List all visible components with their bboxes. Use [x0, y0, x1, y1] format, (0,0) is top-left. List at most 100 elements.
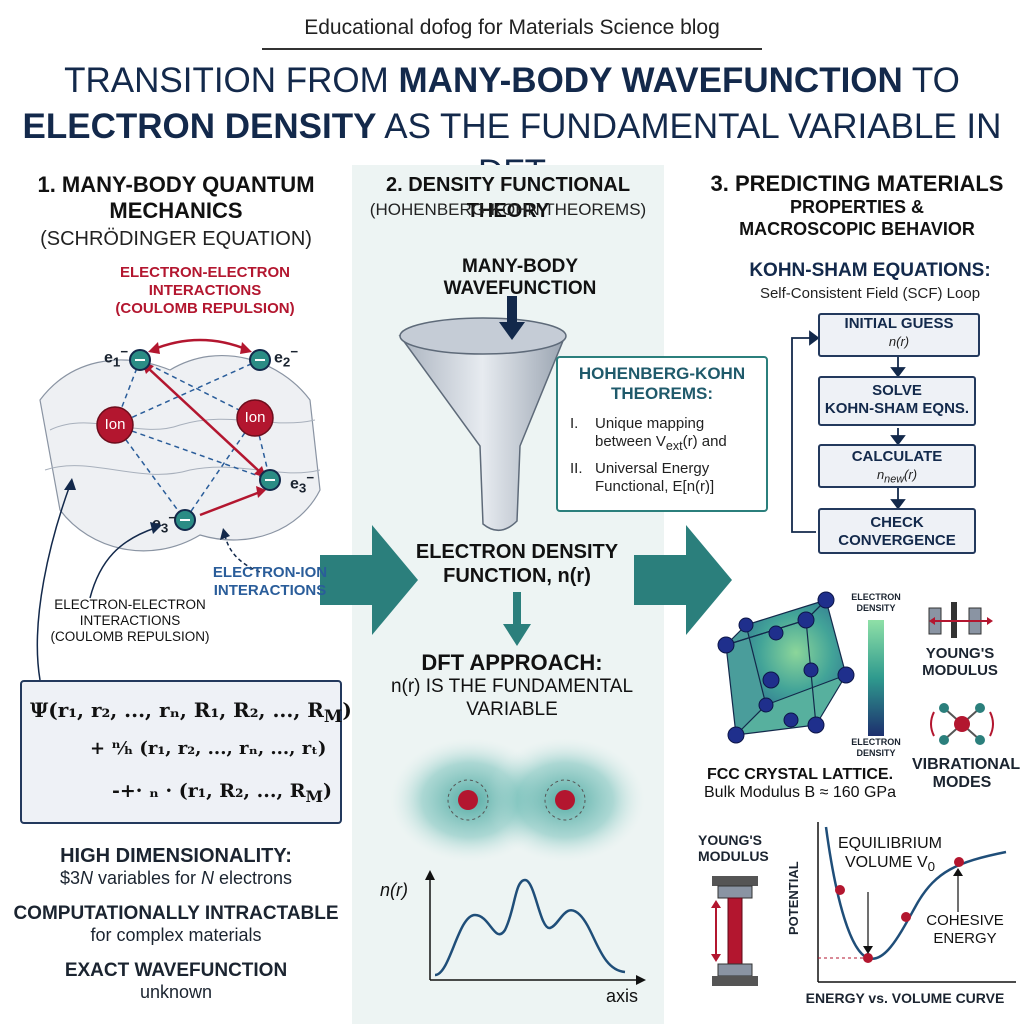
flow-arrow-2-icon [634, 525, 732, 635]
t: N [201, 868, 215, 888]
down-arrow-icon [503, 592, 531, 646]
repulsion-arrow [151, 338, 249, 352]
label-line: WAVEFUNCTION [443, 278, 597, 299]
hk-item-1: Unique mapping between Vext(r) and [595, 415, 727, 455]
title-part: TRANSITION FROM [64, 61, 399, 100]
density-curve [434, 878, 626, 977]
col3-heading: 3. PREDICTING MATERIALS PROPERTIES & MAC… [690, 172, 1024, 240]
caption-divider [262, 48, 762, 50]
e-sub: 1 [112, 354, 121, 370]
col3-heading-line: PROPERTIES & [789, 197, 925, 217]
col3-heading-line: 3. PREDICTING MATERIALS [710, 171, 1004, 196]
fcc-lattice-image [717, 591, 855, 744]
e-sup: − [290, 344, 299, 359]
hk-line: Functional, E[n(r)] [595, 478, 715, 495]
label-line: DENSITY [856, 748, 896, 758]
electron-label: e1− [104, 344, 128, 370]
note-title: COMPUTATIONALLY INTRACTABLE [13, 903, 339, 924]
caption: Educational dofog for Materials Science … [304, 16, 720, 39]
label-line: INTERACTIONS [213, 582, 327, 599]
pointer-line [36, 484, 71, 681]
ion-label: Ion [244, 409, 266, 426]
hk-line: between Vext(r) and [595, 433, 727, 455]
col1-heading-line: 1. MANY-BODY QUANTUM [37, 172, 315, 197]
col2-heading: 2. DENSITY FUNCTIONAL THEORY [385, 174, 631, 222]
wavefunction-equation-box: Ψ(r₁, r₂, ..., rₙ, R₁, R₂, ..., RM) + ⁿ⁄… [20, 680, 352, 824]
label-line: COHESIVE [926, 912, 1004, 929]
hk-item-1-num: I. [570, 415, 579, 432]
e-symbol: e [290, 475, 299, 493]
col1-heading-line: MECHANICS [109, 198, 243, 223]
step-label: CONVERGENCE [838, 532, 956, 549]
hk-line: Universal Energy [595, 460, 710, 477]
label-line: ELECTRON [851, 737, 901, 747]
label-line: ENERGY [933, 930, 997, 947]
eq-text: ₜ) [311, 738, 327, 759]
ee-interactions-label: ELECTRON-ELECTRON INTERACTIONS (COULOMB … [80, 264, 330, 318]
density-colorbar [868, 620, 884, 736]
label-line: INTERACTIONS [79, 613, 181, 628]
minus-signs [135, 359, 275, 521]
e-sup: − [120, 344, 129, 359]
ion-2 [236, 399, 274, 437]
label-line: ELECTRON-ELECTRON [54, 597, 206, 612]
density-function-label: ELECTRON DENSITY FUNCTION, n(r) [392, 540, 642, 588]
hk-line: Unique mapping [595, 415, 705, 432]
eq-sub: M [323, 706, 343, 726]
ks-subtitle: Self-Consistent Field (SCF) Loop [759, 285, 981, 302]
col3-heading-line: MACROSCOPIC BEHAVIOR [739, 219, 975, 239]
note-text: unknown [139, 982, 213, 1002]
step-sub: nnew(r) [820, 466, 974, 489]
title-emphasis: ELECTRON DENSITY [22, 107, 377, 146]
caption-line: Bulk Modulus B ≈ 160 GPa [704, 784, 896, 801]
electron-label: e3− [290, 470, 314, 496]
hk-theorems-box: HOHENBERG-KOHN THEOREMS: I. Unique mappi… [556, 356, 768, 512]
scf-step-solve: SOLVE KOHN-SHAM EQNS. [818, 376, 976, 426]
e-sub: 3 [298, 480, 307, 496]
hk-item-2-num: II. [570, 460, 583, 477]
note-text: for complex materials [90, 925, 262, 945]
label-line: EQUILIBRIUM [837, 835, 942, 852]
label-line: VIBRATIONAL [912, 756, 1021, 773]
scf-loop-connectors [791, 330, 906, 533]
repulsion-arrow [199, 490, 261, 517]
flow-arrow-1-icon [320, 525, 418, 635]
step-label: SOLVE [872, 382, 922, 399]
t: (r) [904, 467, 918, 482]
e-sup: − [168, 510, 177, 525]
label-line: VOLUME V0 [830, 853, 950, 876]
label-line: (COULOMB REPULSION) [50, 629, 210, 644]
t: new [884, 473, 905, 486]
electron-label: e2− [274, 344, 298, 370]
scf-step-calculate: CALCULATE nnew(r) [818, 444, 976, 488]
t: ext [665, 439, 683, 453]
hk-title: HOHENBERG-KOHN THEOREMS: [558, 364, 766, 404]
step-sub: n(r) [888, 334, 910, 349]
label-line: (COULOMB REPULSION) [115, 300, 295, 317]
label-line: MODES [932, 774, 992, 791]
ev-equilibrium-label: EQUILIBRIUM VOLUME V0 [830, 834, 950, 876]
ev-y-label: POTENTIAL [786, 861, 801, 935]
tensile-specimen-icon [711, 876, 758, 986]
e-symbol: e [104, 349, 113, 367]
caption-line: FCC CRYSTAL LATTICE. [706, 766, 894, 783]
t: $3 [59, 868, 80, 888]
ee-interactions-label-2: ELECTRON-ELECTRON INTERACTIONS (COULOMB … [30, 597, 230, 645]
label-line: YOUNG'S [698, 832, 763, 848]
t: electrons [214, 868, 293, 888]
ev-chart-title: ENERGY vs. VOLUME CURVE [805, 990, 1005, 1006]
plot-y-label: n(r) [380, 880, 408, 900]
scf-step-check-convergence: CHECK CONVERGENCE [818, 508, 976, 554]
vibrational-modes-icon [930, 703, 994, 745]
e-sup: − [306, 470, 315, 485]
step-label: INITIAL GUESS [844, 315, 954, 332]
dft-line: n(r) IS THE FUNDAMENTAL [390, 676, 634, 697]
eq-text: ) [323, 780, 333, 802]
e-sub: 2 [282, 354, 291, 370]
energy-volume-chart [817, 822, 1016, 983]
interaction-pointers [36, 478, 162, 681]
ks-title: KOHN-SHAM EQUATIONS: [749, 260, 991, 281]
e-sub: 3 [160, 520, 169, 536]
